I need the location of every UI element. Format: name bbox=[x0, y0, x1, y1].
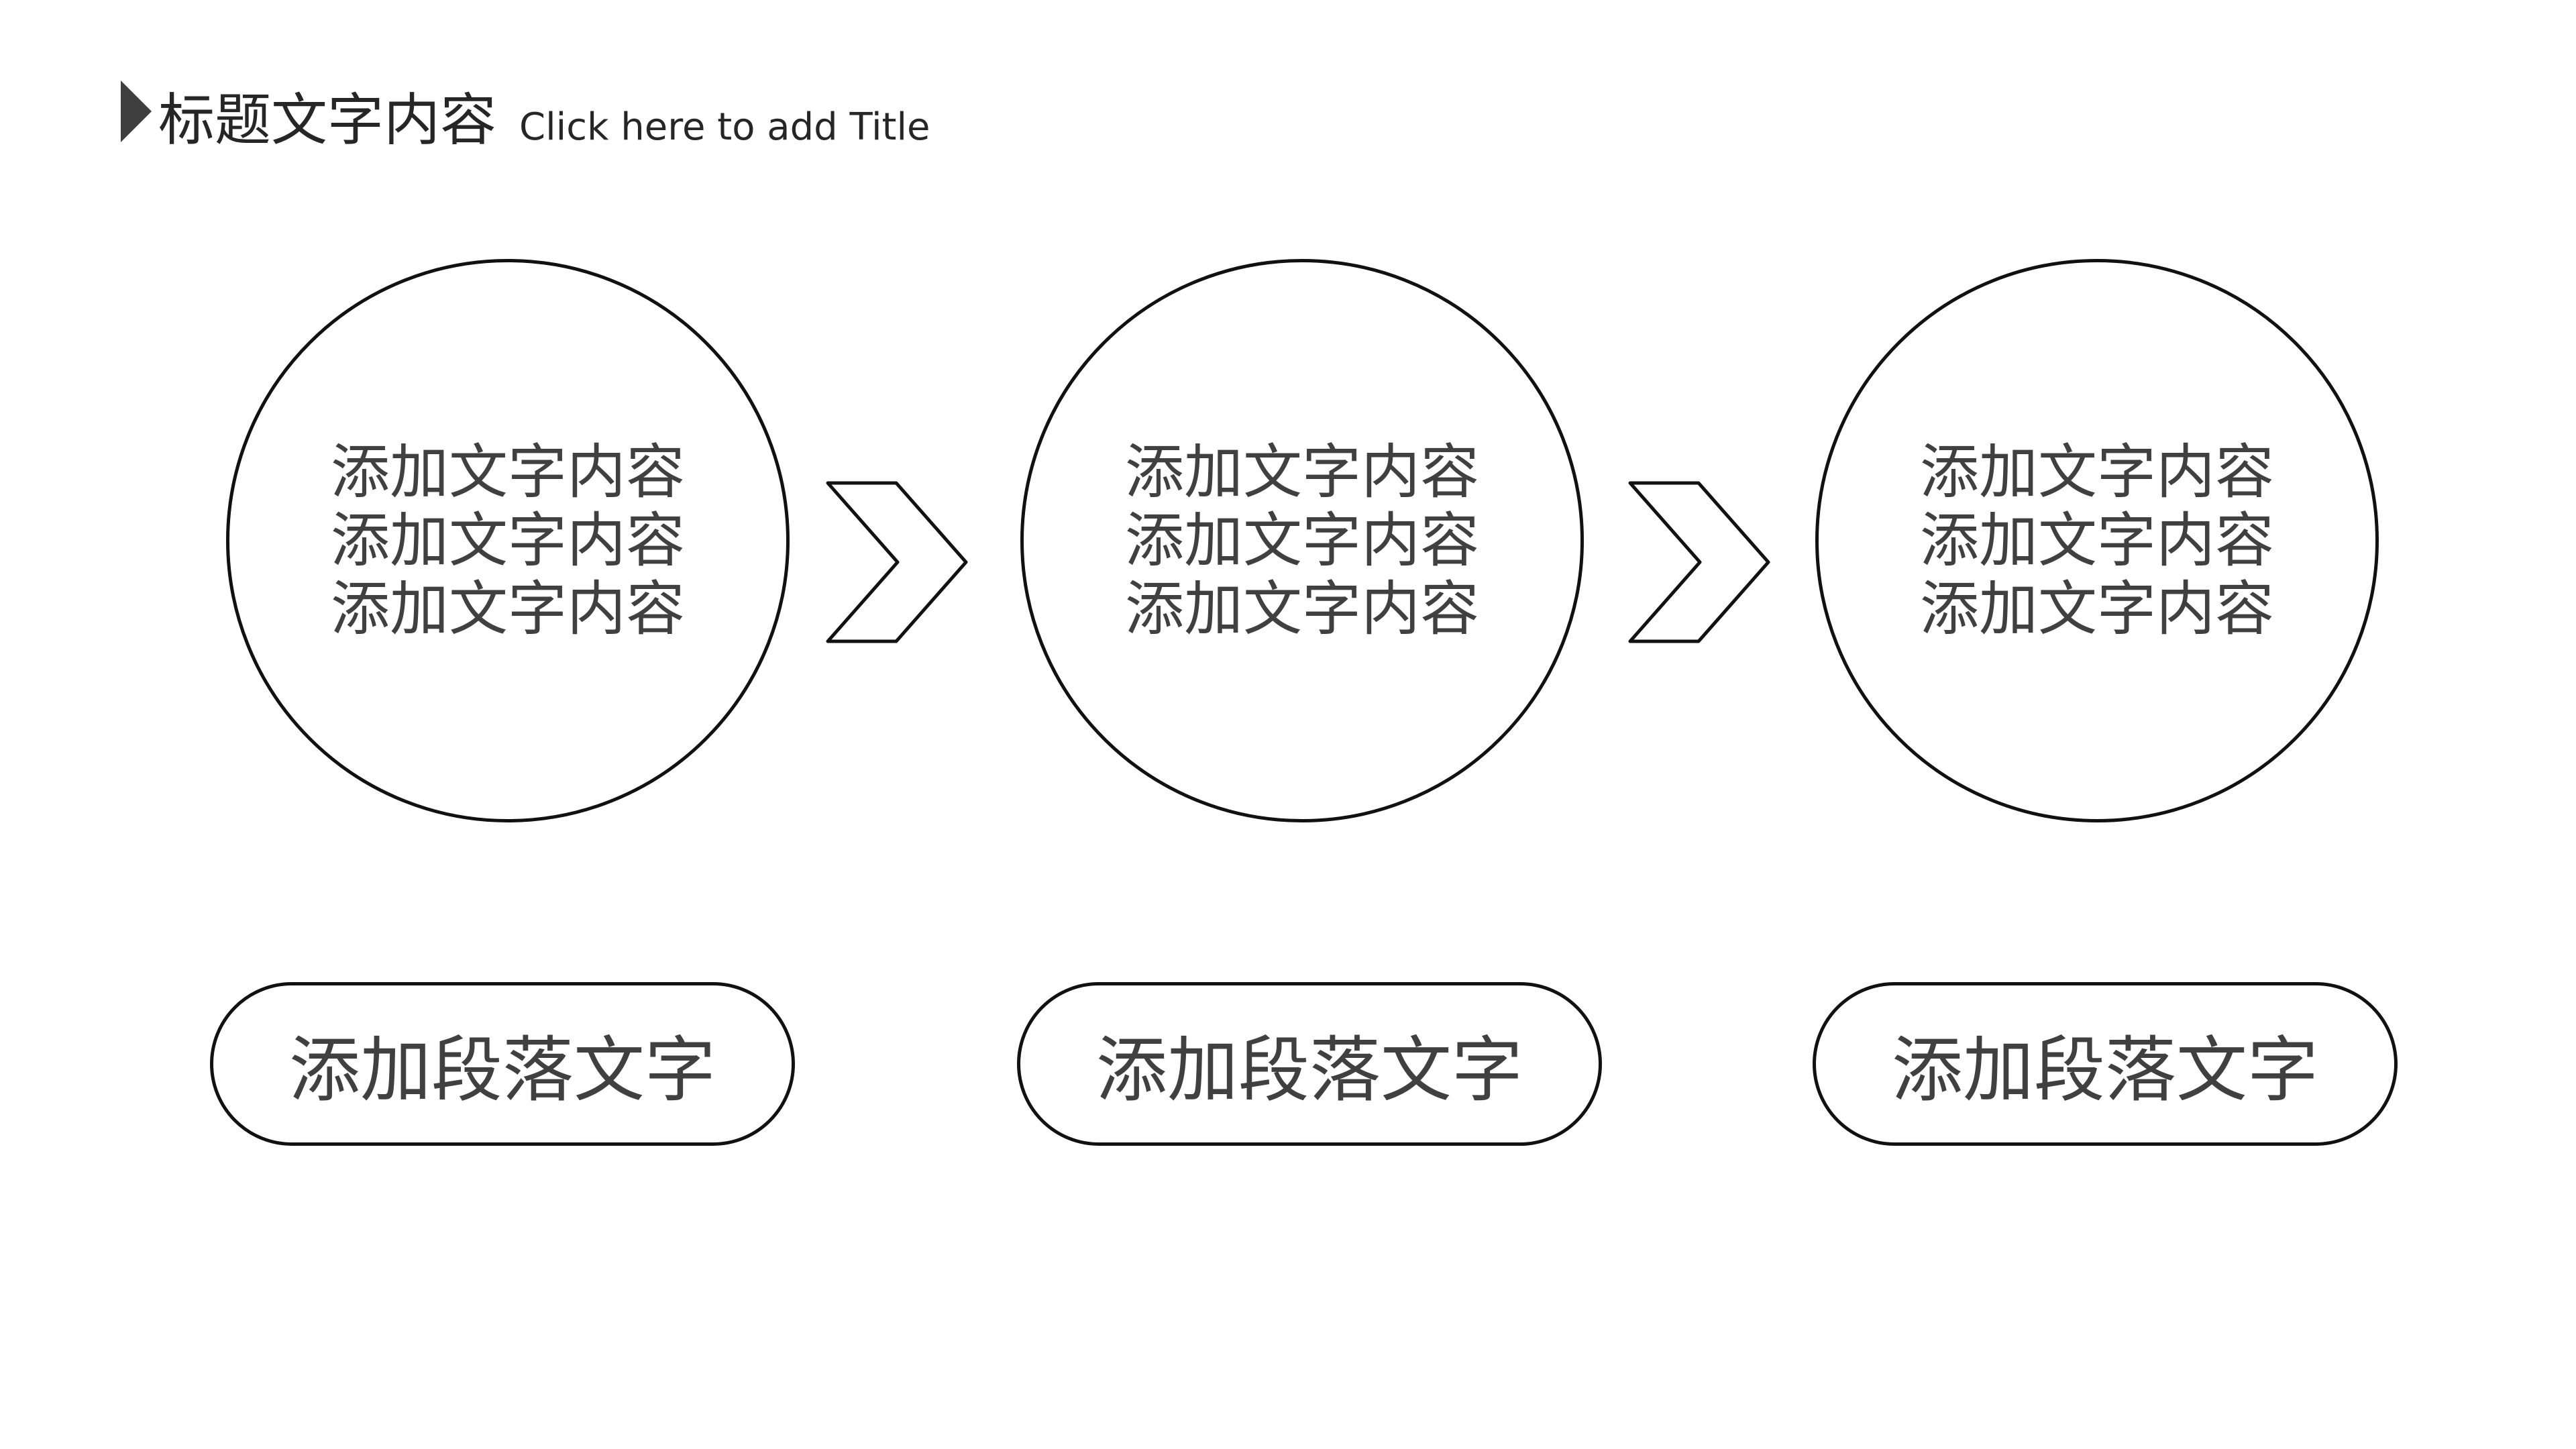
title-marker-triangle-icon bbox=[121, 80, 152, 142]
step-circle-2[interactable]: 添加文字内容 添加文字内容 添加文字内容 bbox=[1020, 259, 1584, 822]
page-title[interactable]: 标题文字内容 Click here to add Title bbox=[158, 75, 930, 156]
circle-text-block: 添加文字内容 添加文字内容 添加文字内容 bbox=[331, 438, 685, 643]
circle-text-block: 添加文字内容 添加文字内容 添加文字内容 bbox=[1920, 438, 2274, 643]
pill-label: 添加段落文字 bbox=[1096, 1029, 1523, 1112]
chevron-right-icon bbox=[1628, 481, 1770, 643]
circle-text-line: 添加文字内容 bbox=[330, 574, 685, 643]
pill-label: 添加段落文字 bbox=[1892, 1029, 2318, 1112]
pill-label: 添加段落文字 bbox=[289, 1029, 716, 1112]
step-pill-3[interactable]: 添加段落文字 bbox=[1813, 982, 2398, 1146]
step-circle-3[interactable]: 添加文字内容 添加文字内容 添加文字内容 bbox=[1815, 259, 2379, 822]
circle-text-block: 添加文字内容 添加文字内容 添加文字内容 bbox=[1125, 438, 1479, 643]
chevron-right-icon bbox=[826, 481, 968, 643]
circle-text-line: 添加文字内容 bbox=[1919, 506, 2274, 575]
circle-text-line: 添加文字内容 bbox=[1124, 574, 1479, 643]
circle-text-line: 添加文字内容 bbox=[330, 437, 685, 506]
circle-text-line: 添加文字内容 bbox=[330, 506, 685, 575]
step-pill-2[interactable]: 添加段落文字 bbox=[1017, 982, 1602, 1146]
circle-text-line: 添加文字内容 bbox=[1124, 506, 1479, 575]
title-chinese: 标题文字内容 bbox=[158, 87, 497, 153]
circle-text-line: 添加文字内容 bbox=[1919, 437, 2274, 506]
step-circle-1[interactable]: 添加文字内容 添加文字内容 添加文字内容 bbox=[226, 259, 790, 822]
title-english: Click here to add Title bbox=[519, 105, 930, 149]
step-pill-1[interactable]: 添加段落文字 bbox=[210, 982, 795, 1146]
circle-text-line: 添加文字内容 bbox=[1919, 574, 2274, 643]
circle-text-line: 添加文字内容 bbox=[1124, 437, 1479, 506]
